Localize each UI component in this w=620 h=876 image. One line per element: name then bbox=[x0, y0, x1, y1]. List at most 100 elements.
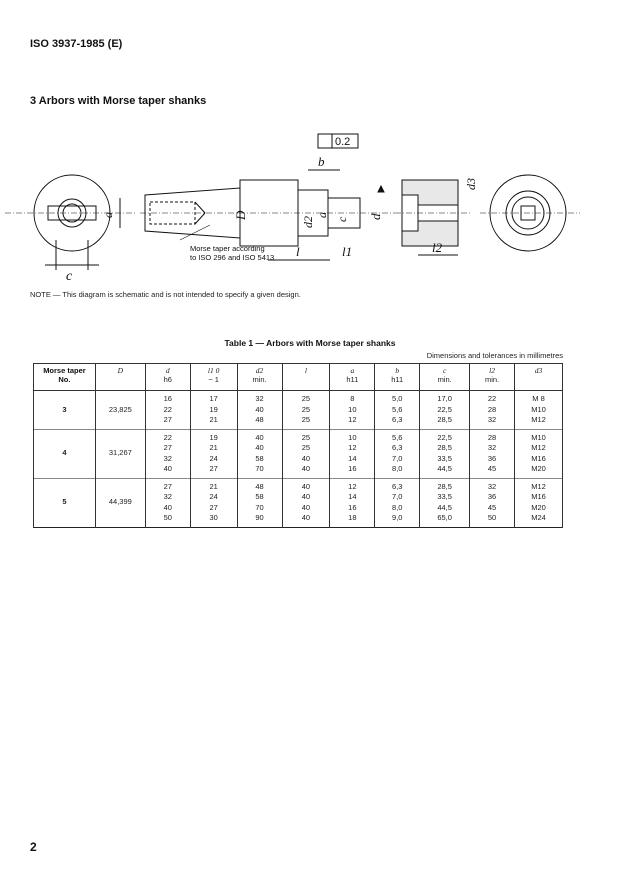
table-cell: 40 bbox=[236, 404, 283, 415]
table-cell: 65,0 bbox=[419, 513, 471, 527]
table-cell: M20 bbox=[514, 464, 563, 478]
taper-diameter: 44,399 bbox=[94, 478, 146, 527]
header-symbol: l2 bbox=[489, 366, 495, 375]
column-header: l bbox=[281, 363, 331, 391]
standard-header: ISO 3937-1985 (E) bbox=[30, 38, 123, 50]
table-cell: M12 bbox=[514, 443, 563, 454]
table-cell: 12 bbox=[329, 415, 376, 429]
table-cell: 40 bbox=[281, 502, 331, 513]
table-cell: 25 bbox=[281, 390, 331, 405]
table-cell: 6,3 bbox=[374, 478, 421, 492]
table-cell: 45 bbox=[469, 502, 516, 513]
diagram-note: NOTE — This diagram is schematic and is … bbox=[30, 290, 301, 299]
table-cell: M 8 bbox=[514, 390, 563, 405]
table-cell: 48 bbox=[236, 415, 283, 429]
table-cell: 45 bbox=[469, 464, 516, 478]
table-cell: 7,0 bbox=[374, 492, 421, 503]
column-header: l1 0− 1 bbox=[189, 363, 238, 391]
table-cell: 6,3 bbox=[374, 443, 421, 454]
header-subtext: min. bbox=[437, 375, 452, 384]
table-cell: 14 bbox=[329, 492, 376, 503]
table-cell: M20 bbox=[514, 502, 563, 513]
table-cell: M16 bbox=[514, 453, 563, 464]
table-cell: 40 bbox=[281, 464, 331, 478]
table-cell: M24 bbox=[514, 513, 563, 527]
header-subtext: h6 bbox=[163, 375, 172, 384]
table-cell: 16 bbox=[329, 502, 376, 513]
table-cell: 50 bbox=[144, 513, 191, 527]
table-cell: 32 bbox=[469, 443, 516, 454]
header-symbol: d3 bbox=[534, 366, 543, 375]
table-cell: 9,0 bbox=[374, 513, 421, 527]
table-cell: 16 bbox=[329, 464, 376, 478]
table-cell: 12 bbox=[329, 443, 376, 454]
column-header: d3 bbox=[514, 363, 563, 391]
table-cell: 27 bbox=[144, 478, 191, 492]
table-cell: 40 bbox=[144, 464, 191, 478]
morse-taper-no: 5 bbox=[33, 478, 96, 527]
table-cell: 22 bbox=[144, 429, 191, 443]
header-symbol: D bbox=[117, 366, 124, 375]
header-subtext: No. bbox=[58, 375, 71, 384]
table-cell: 28,5 bbox=[419, 443, 471, 454]
arbor-diagram: c a Morse taper according to ISO 296 and… bbox=[5, 133, 580, 280]
table-cell: 8,0 bbox=[374, 502, 421, 513]
table-cell: 27 bbox=[144, 443, 191, 454]
table-cell: 17,0 bbox=[419, 390, 471, 405]
table-cell: 36 bbox=[469, 453, 516, 464]
table-cell: 10 bbox=[329, 404, 376, 415]
table-cell: 14 bbox=[329, 453, 376, 464]
table-cell: 24 bbox=[189, 453, 238, 464]
morse-taper-no: 4 bbox=[33, 429, 96, 478]
table-cell: 44,5 bbox=[419, 464, 471, 478]
table-cell: 22,5 bbox=[419, 404, 471, 415]
table-cell: 28 bbox=[469, 429, 516, 443]
table-cell: 22 bbox=[144, 404, 191, 415]
table-cell: 5,0 bbox=[374, 390, 421, 405]
table-cell: 40 bbox=[281, 492, 331, 503]
label-l: l bbox=[296, 244, 300, 259]
taper-note-2: to ISO 296 and ISO 5413 bbox=[190, 253, 274, 262]
table-cell: 50 bbox=[469, 513, 516, 527]
label-d: d bbox=[368, 213, 383, 220]
label-D: D bbox=[233, 210, 248, 221]
table-cell: 30 bbox=[189, 513, 238, 527]
table-cell: 25 bbox=[281, 443, 331, 454]
table-cell: 32 bbox=[469, 415, 516, 429]
header-symbol: Morse taper bbox=[43, 366, 86, 375]
table-cell: 90 bbox=[236, 513, 283, 527]
table-cell: 6,3 bbox=[374, 415, 421, 429]
table-cell: 44,5 bbox=[419, 502, 471, 513]
label-c: c bbox=[66, 269, 73, 280]
table-cell: 22,5 bbox=[419, 429, 471, 443]
header-symbol: l bbox=[304, 366, 307, 375]
table-cell: 40 bbox=[281, 513, 331, 527]
label-l2: l2 bbox=[432, 240, 443, 255]
table-cell: 33,5 bbox=[419, 453, 471, 464]
table-cell: 28,5 bbox=[419, 478, 471, 492]
table-cell: 18 bbox=[329, 513, 376, 527]
table-cell: 19 bbox=[189, 429, 238, 443]
morse-taper-no: 3 bbox=[33, 390, 96, 429]
taper-diameter: 31,267 bbox=[94, 429, 146, 478]
table-cell: M10 bbox=[514, 404, 563, 415]
table-cell: 7,0 bbox=[374, 453, 421, 464]
table-cell: M12 bbox=[514, 415, 563, 429]
table-cell: 19 bbox=[189, 404, 238, 415]
label-tolerance: 0.2 bbox=[335, 136, 350, 148]
table-cell: 32 bbox=[144, 492, 191, 503]
table-cell: 40 bbox=[144, 502, 191, 513]
header-symbol: d2 bbox=[255, 366, 264, 375]
